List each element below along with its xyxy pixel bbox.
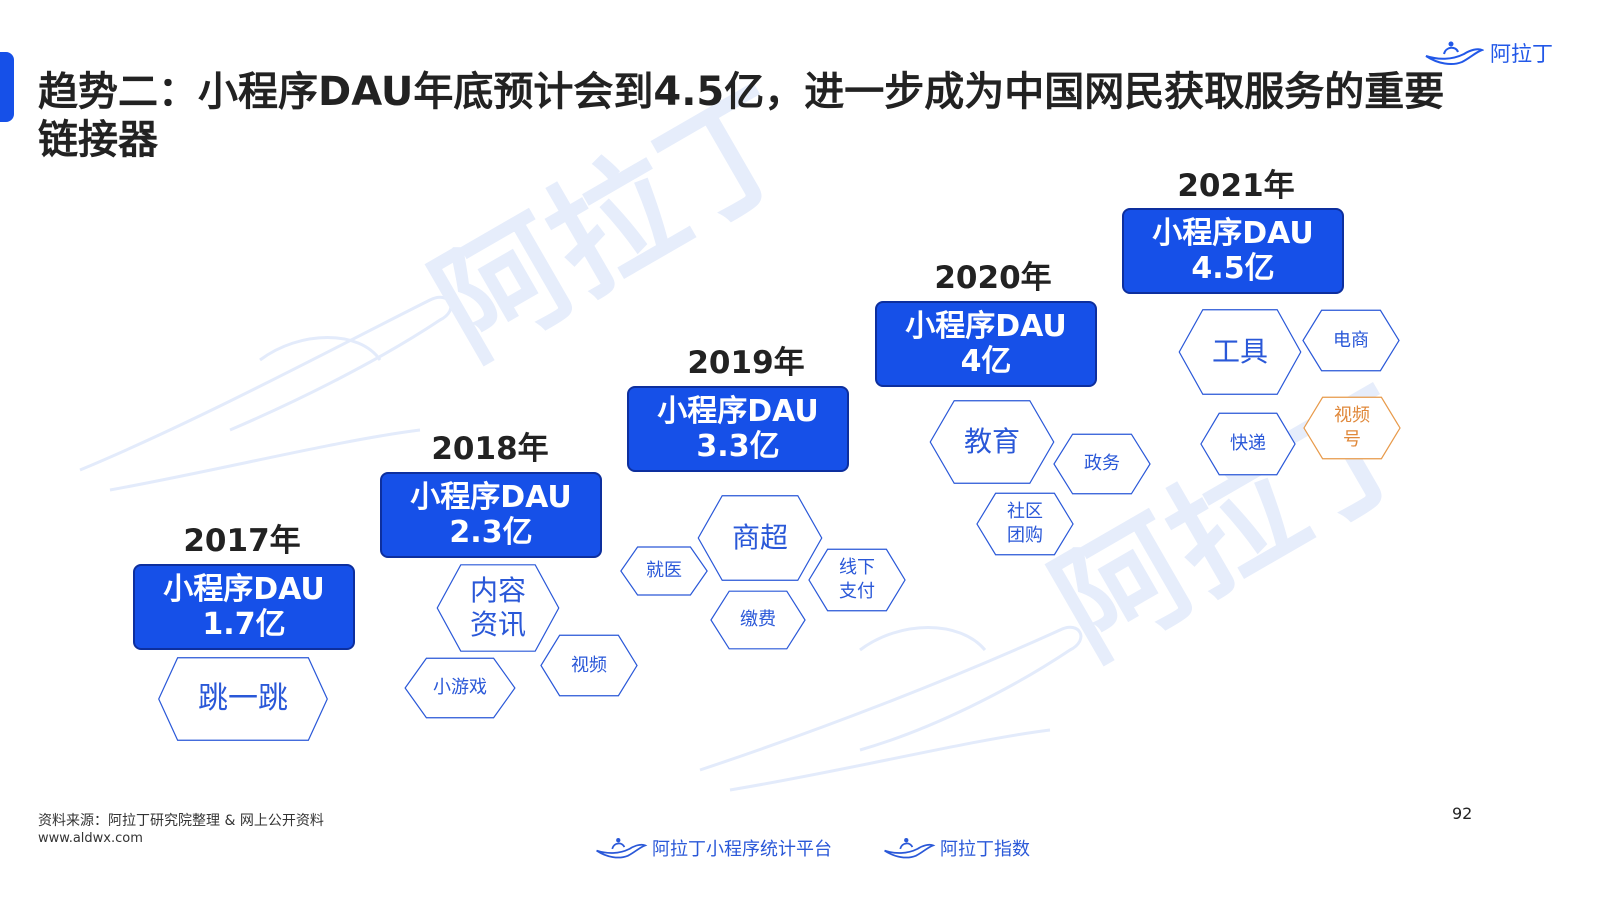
magic-lamp-icon xyxy=(596,838,648,859)
dau-value: 3.3亿 xyxy=(696,429,780,464)
dau-box-2020: 小程序DAU 4亿 xyxy=(875,301,1097,387)
title-accent-bar xyxy=(0,52,14,122)
year-label: 2021年 xyxy=(1177,168,1295,204)
hex-tag: 就医 xyxy=(620,546,708,596)
dau-label: 小程序DAU xyxy=(657,394,819,429)
hex-tag-label: 工具 xyxy=(1211,335,1268,369)
dau-box-2017: 小程序DAU 1.7亿 xyxy=(133,564,355,650)
footer-logo-stats: 阿拉丁小程序统计平台 xyxy=(592,835,832,861)
hex-tag-label: 快递 xyxy=(1230,433,1266,455)
hex-tag-label: 电商 xyxy=(1333,329,1369,351)
footer-logo-text: 阿拉丁小程序统计平台 xyxy=(652,839,832,860)
dau-label: 小程序DAU xyxy=(905,309,1067,344)
brand-logo: 阿拉丁 xyxy=(1422,38,1553,68)
hex-tag: 小游戏 xyxy=(404,657,516,719)
year-label: 2020年 xyxy=(934,260,1052,296)
hex-tag: 内容 资讯 xyxy=(436,563,560,653)
hex-tag: 跳一跳 xyxy=(157,656,329,742)
hex-tag: 商超 xyxy=(697,494,823,582)
magic-lamp-icon xyxy=(1425,41,1484,65)
hex-tag-label: 小游戏 xyxy=(433,677,487,699)
footer-logo-index: 阿拉丁指数 xyxy=(880,835,1030,861)
hex-tag-label: 内容 资讯 xyxy=(469,574,526,641)
footer-url: www.aldwx.com xyxy=(38,831,143,846)
hex-tag-label: 线下 支付 xyxy=(839,557,875,602)
dau-value: 2.3亿 xyxy=(449,515,533,550)
year-label: 2017年 xyxy=(183,523,301,559)
page-number: 92 xyxy=(1452,804,1473,823)
hex-tag-label: 商超 xyxy=(731,521,788,555)
dau-label: 小程序DAU xyxy=(410,480,572,515)
hex-tag: 社区 团购 xyxy=(976,492,1074,556)
hex-tag: 政务 xyxy=(1053,433,1151,495)
magic-lamp-icon xyxy=(884,838,936,859)
dau-value: 4亿 xyxy=(960,344,1012,379)
hex-tag: 缴费 xyxy=(710,590,806,650)
footer-logo-text: 阿拉丁指数 xyxy=(940,839,1030,860)
hex-tag-highlight: 视频 号 xyxy=(1303,396,1401,460)
dau-value: 1.7亿 xyxy=(202,607,286,642)
hex-tag: 线下 支付 xyxy=(808,548,906,612)
dau-box-2019: 小程序DAU 3.3亿 xyxy=(627,386,849,472)
hex-tag-label: 政务 xyxy=(1084,453,1120,475)
hex-tag: 视频 xyxy=(540,634,638,697)
year-label: 2019年 xyxy=(687,345,805,381)
year-label: 2018年 xyxy=(431,431,549,467)
hex-tag-label: 视频 xyxy=(571,654,607,676)
hex-tag-label: 社区 团购 xyxy=(1007,501,1043,546)
hex-tag-label: 视频 号 xyxy=(1334,405,1370,450)
dau-label: 小程序DAU xyxy=(1152,216,1314,251)
hex-tag-label: 就医 xyxy=(646,560,682,582)
footer-source: 资料来源：阿拉丁研究院整理 & 网上公开资料 xyxy=(38,813,324,829)
dau-box-2018: 小程序DAU 2.3亿 xyxy=(380,472,602,558)
dau-value: 4.5亿 xyxy=(1191,251,1275,286)
hex-tag: 快递 xyxy=(1200,412,1296,476)
hex-tag-label: 教育 xyxy=(963,425,1020,459)
dau-box-2021: 小程序DAU 4.5亿 xyxy=(1122,208,1344,294)
page-title: 趋势二：小程序DAU年底预计会到4.5亿，进一步成为中国网民获取服务的重要链接器 xyxy=(38,69,1445,163)
hex-tag: 电商 xyxy=(1302,309,1400,372)
dau-label: 小程序DAU xyxy=(163,572,325,607)
hex-tag: 教育 xyxy=(929,399,1055,485)
hex-tag: 工具 xyxy=(1178,308,1302,396)
hex-tag-label: 缴费 xyxy=(740,609,776,631)
brand-logo-text: 阿拉丁 xyxy=(1490,42,1553,66)
hex-tag-label: 跳一跳 xyxy=(198,681,288,716)
